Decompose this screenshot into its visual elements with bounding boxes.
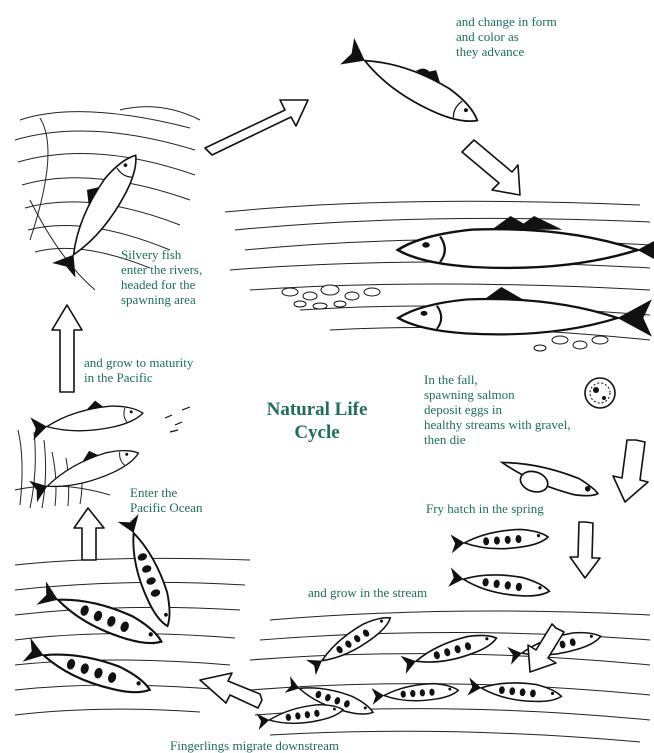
- arrow-to-fingerlings-icon: [200, 673, 262, 708]
- arrow-to-spawning-icon: [462, 140, 520, 195]
- spawning-female-salmon-icon: [398, 287, 652, 337]
- stage-caption-grow-stream: and grow in the stream: [308, 585, 427, 600]
- arrow-to-top-icon: [205, 100, 308, 155]
- stage-caption-rivers: Silvery fish enter the rivers, headed fo…: [121, 247, 202, 307]
- stage-caption-enter-ocean: Enter the Pacific Ocean: [130, 485, 203, 515]
- arrow-to-ocean-icon: [74, 508, 104, 560]
- stage-caption-spawning: In the fall, spawning salmon deposit egg…: [424, 372, 571, 447]
- stage-caption-maturity: and grow to maturity in the Pacific: [84, 355, 193, 385]
- egg-icon: [585, 378, 615, 408]
- diagram-title: Natural Life Cycle: [242, 398, 392, 444]
- stage-caption-fry: Fry hatch in the spring: [426, 501, 544, 516]
- arrow-to-fry-icon: [570, 522, 600, 578]
- arrow-to-rivers-icon: [52, 305, 82, 392]
- stage-caption-change: and change in form and color as they adv…: [456, 14, 557, 59]
- fish-school-icon: [23, 514, 179, 702]
- fry-icon: [448, 527, 551, 601]
- stage-caption-fingerlings: Fingerlings migrate downstream: [170, 738, 339, 753]
- arrow-to-alevin-icon: [613, 440, 648, 502]
- spawning-male-salmon-icon: [398, 216, 654, 270]
